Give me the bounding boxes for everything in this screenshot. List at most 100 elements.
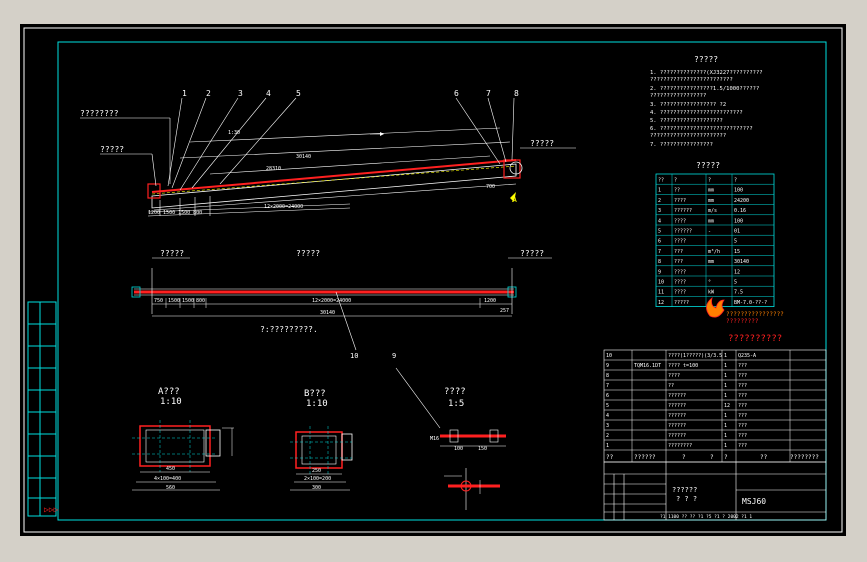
leader-10: 10 [350,352,358,360]
params-cell: ????? [674,300,689,306]
bom-cell: 1 [724,393,727,399]
params-cell: ???? [674,218,686,224]
outer-frame [23,27,843,533]
params-cell: 5 [734,280,737,286]
params-cell: m/s [708,208,717,214]
svg-text:1200 1500 1500 800: 1200 1500 1500 800 [148,210,202,216]
title-block-name: ?????? [672,486,697,494]
view-c[interactable] [440,429,506,510]
bom-cell: ??? [738,413,747,419]
bom-cell: TQM16.1DT [634,363,661,369]
svg-text:5: 5 [296,89,301,98]
params-cell: 12 [734,269,740,275]
params-cell: 5 [734,239,737,245]
params-cell: ?? [674,188,680,194]
svg-text:1: 1 [182,89,187,98]
bom-header-cell: ? [682,454,686,461]
view-a-title: A??? [158,387,180,397]
bom-cell: ?????? [668,393,686,399]
bom-cell: ??? [738,423,747,429]
balloon-numbers: 1 2 3 4 5 6 7 8 [182,89,519,98]
svg-text:257: 257 [500,308,509,314]
bom-cell: 7 [606,383,609,389]
params-header-cell: ? [708,178,711,184]
svg-text:7. ????????????????: 7. ???????????????? [650,142,713,148]
view-b-dims: 250 2×100=200 300 [304,468,331,491]
title-block [603,461,827,521]
bom-cell: 1 [724,353,727,359]
svg-text:????????????????: ???????????????? [726,311,784,318]
svg-text:700: 700 [486,184,495,190]
params-cell: ° [708,280,711,286]
drawing-number: MSJ60 [742,497,766,506]
label-plan-left: ????? [160,249,184,258]
label-plan-right: ????? [520,249,544,258]
leader-9: 9 [392,352,396,360]
bom-cell: ??? [738,363,747,369]
svg-text:4×100=400: 4×100=400 [154,476,181,482]
params-cell: ???? [674,198,686,204]
title-block-sub: ? ? ? [676,495,697,503]
plan-view[interactable] [131,257,552,429]
svg-text:3. ????????????????? ?2: 3. ????????????????? ?2 [650,102,726,108]
svg-text:1. ??????????????(XJ3227?????: 1. ??????????????(XJ3227?????????? [650,70,763,76]
bom-cell: ??? [738,403,747,409]
plan-note: ?:?????????. [260,325,318,334]
svg-text:8: 8 [514,89,519,98]
params-cell: 100 [734,188,743,194]
label-top-left-a: ???????? [80,109,119,118]
svg-text:30140: 30140 [320,310,335,316]
params-cell: m³/h [708,249,720,255]
params-cell: 8 [658,259,661,265]
params-cell: 7 [658,249,661,255]
bom-cell: 1 [724,363,727,369]
params-cell: 1 [658,188,661,194]
bom-cell: ???? t=100 [668,363,698,369]
svg-text:2: 2 [206,89,211,98]
view-b-scale: 1:10 [306,399,328,409]
svg-text:2. ????????????????1.5/1000??: 2. ????????????????1.5/1000?????? [650,86,759,92]
bom-cell: ????(1?????)(3/3.5 [668,353,722,359]
bom-cell: 6 [606,393,609,399]
svg-text:1200: 1200 [484,298,496,304]
view-c-scale: 1:5 [448,399,464,409]
bom-cell: ?????? [668,403,686,409]
params-cell: 10 [658,280,664,286]
bom-header-cell: ?????? [634,454,656,461]
bom-header-cell: ?? [760,454,768,461]
view-c-dims: M16 100 150 [430,436,487,452]
elevation-view[interactable] [80,97,576,217]
elevation-dims: 1:30 30140 28310 12×2000=24000 1200 1500… [148,130,495,216]
params-cell: ???? [674,290,686,296]
plan-dims: 750 1500 1500 800 12×2000=24000 1200 301… [154,298,509,316]
bom-cell: ???? [668,373,680,379]
params-cell: mm [708,198,714,204]
params-cell: ???? [674,280,686,286]
title-block-footer: ?1 1100 ?? ?? ?1 ?5 ?1 ? 2002 ?1 1 [660,514,752,520]
params-cell: ?????? [674,208,692,214]
params-cell: 15 [734,249,740,255]
label-top-left-b: ????? [100,145,124,154]
svg-text:?????????: ????????? [726,318,759,325]
params-cell: 100 [734,218,743,224]
params-cell: ??? [674,249,683,255]
bom-cell: ?? [668,383,674,389]
params-title: ????? [696,161,720,170]
svg-text:???????????????????????: ??????????????????????? [650,133,726,139]
svg-text:1500: 1500 [182,298,194,304]
params-cell: 5 [658,229,661,235]
params-cell: mm [708,218,714,224]
view-b[interactable] [290,426,353,491]
cad-canvas[interactable]: ▷▷▷ 1 2 3 [20,24,846,536]
svg-text:300: 300 [312,485,321,491]
bom-cell: 1 [724,443,727,449]
view-a[interactable] [132,420,234,491]
params-cell: 11 [658,290,664,296]
params-cell: 3 [658,208,661,214]
svg-text:800: 800 [196,298,205,304]
bom-cell: 1 [606,443,609,449]
label-top-right: ????? [530,139,554,148]
svg-text:2×100=200: 2×100=200 [304,476,331,482]
params-header-cell: ? [734,178,737,184]
